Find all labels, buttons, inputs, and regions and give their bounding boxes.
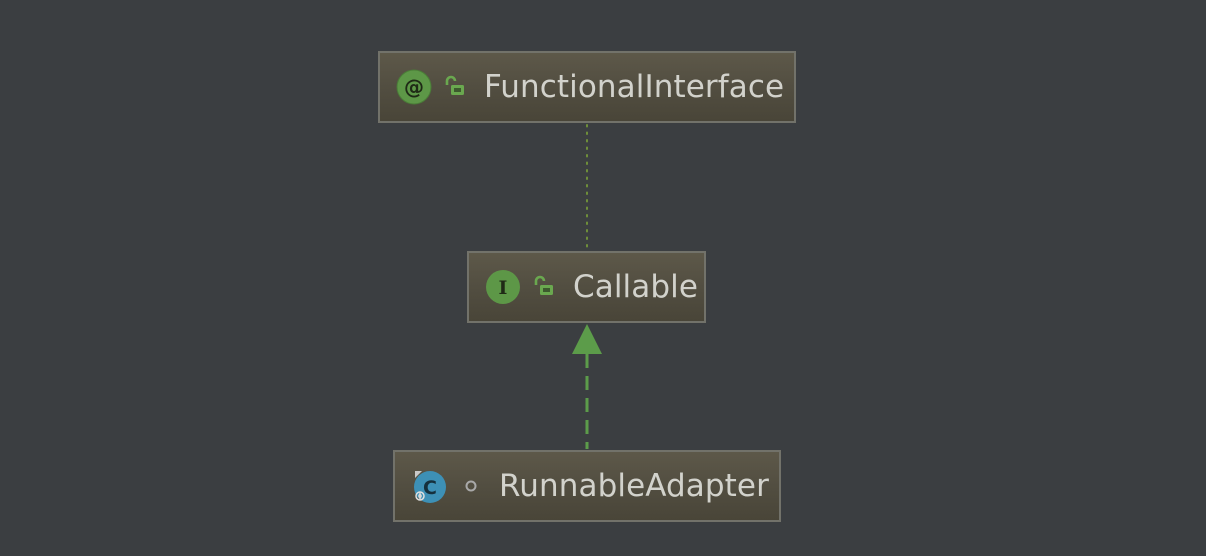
annotation-icon: @ [396, 69, 432, 105]
package-private-dot-icon [465, 480, 477, 492]
node-label: FunctionalInterface [484, 69, 785, 105]
annotation-icon-glyph: @ [404, 75, 424, 99]
node-runnable-adapter[interactable]: C RunnableAdapter [393, 450, 781, 522]
node-callable[interactable]: I Callable [467, 251, 706, 323]
interface-icon: I [486, 270, 520, 304]
interface-icon-glyph: I [499, 277, 508, 299]
node-functional-interface[interactable]: @ FunctionalInterface [378, 51, 796, 123]
implements-arrowhead [572, 324, 602, 354]
public-lock-icon [445, 75, 464, 95]
node-label: Callable [573, 269, 699, 305]
class-icon-glyph: C [423, 477, 437, 499]
class-icon: C [414, 471, 446, 503]
public-lock-icon [534, 275, 553, 295]
node-label: RunnableAdapter [499, 468, 769, 504]
